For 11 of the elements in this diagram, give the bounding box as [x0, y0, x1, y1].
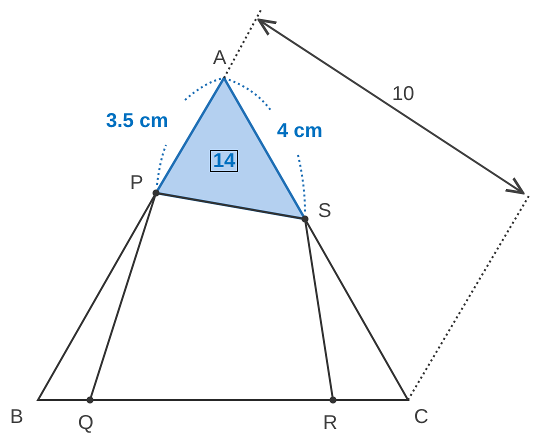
point-label: A: [213, 47, 226, 69]
area-value: 14: [210, 150, 238, 172]
point-label: B: [10, 406, 24, 428]
length-label: 4 cm: [277, 120, 323, 142]
point-label: S: [318, 200, 332, 222]
point-label: R: [323, 412, 338, 434]
point-label: P: [130, 172, 144, 194]
dimension-value: 10: [392, 83, 414, 105]
length-label: 3.5 cm: [106, 110, 168, 132]
point-label: Q: [78, 412, 94, 434]
point-label: C: [414, 406, 428, 428]
